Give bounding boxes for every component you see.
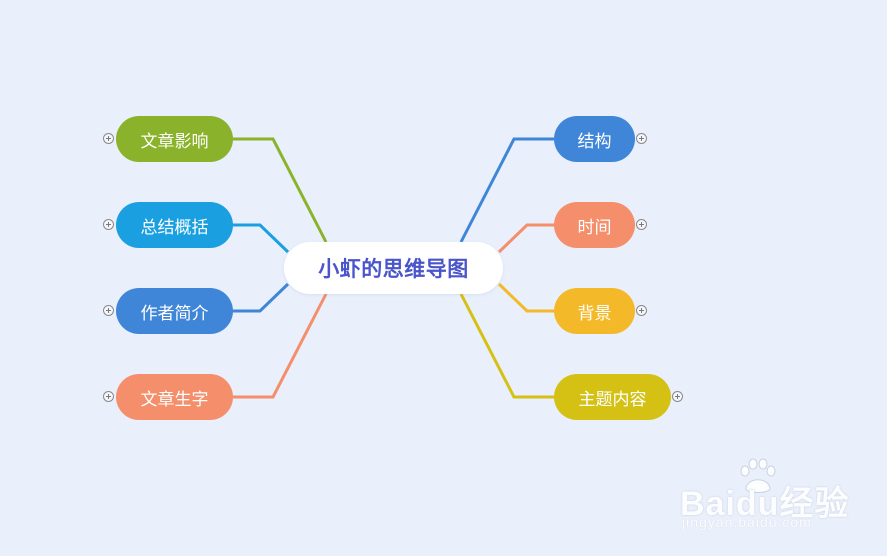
branch-label: 主题内容: [578, 389, 647, 410]
branch-label: 总结概括: [140, 217, 209, 238]
branch-node-right-3[interactable]: 背景: [554, 288, 635, 334]
branch-node-left-4[interactable]: 文章生字: [116, 374, 233, 420]
connector-right-4: [459, 293, 554, 399]
watermark-url: jingyan.baidu.com: [682, 514, 812, 530]
branch-node-right-1[interactable]: 结构: [554, 116, 635, 162]
branch-label: 时间: [577, 217, 612, 238]
circle-plus-icon[interactable]: [103, 391, 114, 402]
circle-plus-icon[interactable]: [636, 133, 647, 144]
watermark-logo-text: Baidu经验: [680, 485, 850, 523]
branch-label: 作者简介: [140, 303, 209, 324]
branch-node-left-2[interactable]: 总结概括: [116, 202, 233, 248]
connector-right-2: [497, 223, 554, 254]
branch-node-left-3[interactable]: 作者简介: [116, 288, 233, 334]
connector-left-4: [233, 293, 328, 399]
connector-right-3: [497, 282, 554, 313]
circle-plus-icon[interactable]: [636, 219, 647, 230]
connector-right-1: [459, 137, 554, 243]
branch-label: 文章影响: [140, 131, 209, 152]
central-topic[interactable]: 小虾的思维导图: [284, 242, 503, 294]
connector-left-2: [233, 223, 290, 254]
circle-plus-icon[interactable]: [103, 133, 114, 144]
circle-plus-icon[interactable]: [103, 305, 114, 316]
branch-label: 文章生字: [140, 389, 209, 410]
circle-plus-icon[interactable]: [103, 219, 114, 230]
connector-left-1: [233, 137, 328, 243]
baidu-watermark: Baidu经验 jingyan.baidu.com: [680, 458, 880, 538]
branch-node-left-1[interactable]: 文章影响: [116, 116, 233, 162]
circle-plus-icon[interactable]: [672, 391, 683, 402]
circle-plus-icon[interactable]: [636, 305, 647, 316]
branch-node-right-4[interactable]: 主题内容: [554, 374, 671, 420]
central-topic-label: 小虾的思维导图: [318, 257, 469, 281]
branch-node-right-2[interactable]: 时间: [554, 202, 635, 248]
branch-label: 结构: [577, 131, 612, 152]
branch-label: 背景: [577, 303, 612, 324]
baidu-paw-icon: [740, 458, 776, 493]
connector-left-3: [233, 282, 290, 313]
